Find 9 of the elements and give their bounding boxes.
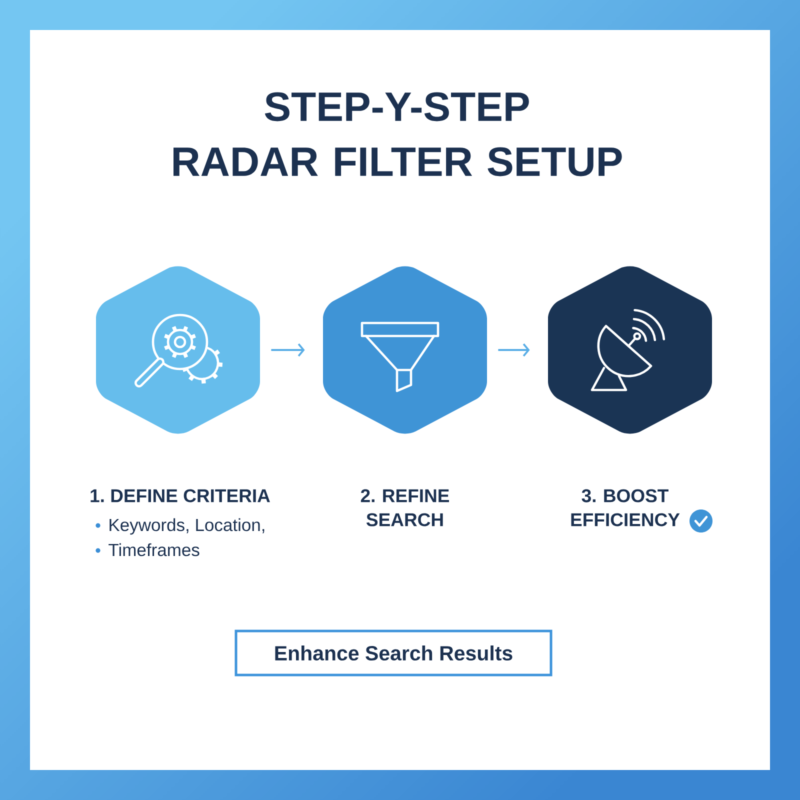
step-heading: 2. REFINE SEARCH bbox=[360, 489, 449, 526]
step-heading: 1. DEFINE CRITERIA bbox=[90, 489, 270, 502]
arrow bbox=[498, 343, 530, 357]
step-heading: 3. BOOST EFFICIENCY bbox=[571, 489, 680, 526]
bullet-item: Keywords, Location, bbox=[110, 518, 264, 535]
text-box: Enhance Search Results bbox=[234, 630, 552, 676]
title: STEP-Y-STEP RADAR FILTER SETUP bbox=[174, 92, 622, 176]
arrow bbox=[271, 343, 305, 357]
bullet-item: Timeframes bbox=[108, 543, 200, 556]
